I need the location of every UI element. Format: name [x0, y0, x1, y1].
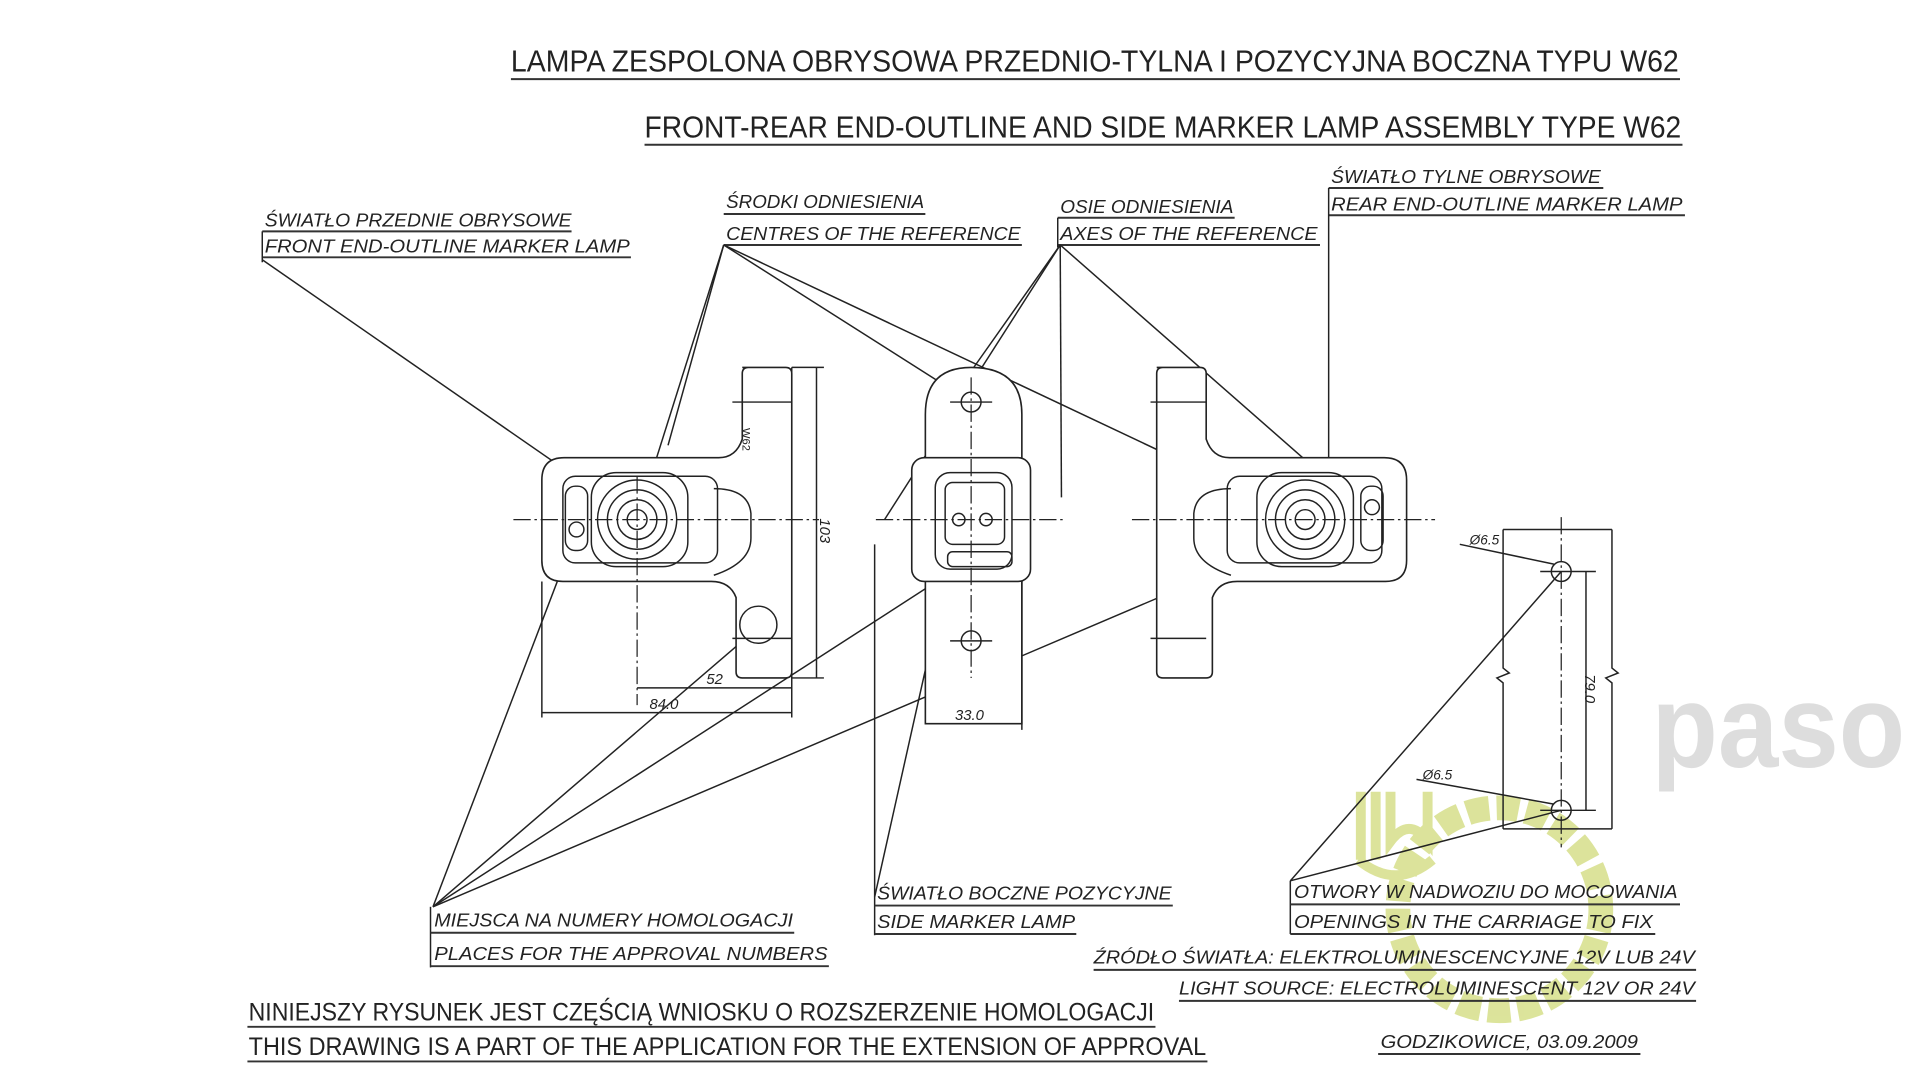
svg-text:LIGHT SOURCE: ELECTROLUMINESCE: LIGHT SOURCE: ELECTROLUMINESCENT 12V OR …: [1179, 978, 1697, 999]
svg-text:NINIEJSZY RYSUNEK JEST CZĘŚCIĄ: NINIEJSZY RYSUNEK JEST CZĘŚCIĄ WNIOSKU O…: [249, 999, 1155, 1027]
watermark-plant-icon: [1355, 791, 1436, 881]
label-centres-of-reference: ŚRODKI ODNIESIENIA CENTRES OF THE REFERE…: [723, 191, 1022, 246]
label-side-marker-lamp: ŚWIATŁO BOCZNE POZYCYJNE SIDE MARKER LAM…: [873, 544, 1173, 936]
dim-offset: 52: [706, 672, 723, 688]
dim-height: 103: [816, 518, 832, 543]
dim-hole-dia-bottom: Ø6.5: [1422, 767, 1453, 782]
title-pl: LAMPA ZESPOLONA OBRYSOWA PRZEDNIO-TYLNA …: [511, 44, 1679, 79]
footer-note: NINIEJSZY RYSUNEK JEST CZĘŚCIĄ WNIOSKU O…: [247, 999, 1208, 1063]
svg-text:REAR END-OUTLINE MARKER LAMP: REAR END-OUTLINE MARKER LAMP: [1331, 193, 1683, 214]
approval-mark-icon: [739, 605, 778, 645]
dim-hole-dia-top: Ø6.5: [1469, 532, 1500, 547]
label-light-source: ŹRÓDŁO ŚWIATŁA: ELEKTROLUMINESCENCYJNE 1…: [1093, 947, 1697, 1002]
label-rear-lamp: ŚWIATŁO TYLNE OBRYSOWE REAR END-OUTLINE …: [1327, 166, 1685, 495]
svg-text:ŚWIATŁO PRZEDNIE OBRYSOWE: ŚWIATŁO PRZEDNIE OBRYSOWE: [265, 209, 572, 230]
rear-lamp-drawing: [1131, 366, 1436, 679]
dim-width: 84.0: [649, 697, 679, 713]
svg-text:ŹRÓDŁO ŚWIATŁA: ELEKTROLUMINES: ŹRÓDŁO ŚWIATŁA: ELEKTROLUMINESCENCYJNE 1…: [1093, 947, 1697, 968]
title-en: FRONT-REAR END-OUTLINE AND SIDE MARKER L…: [645, 109, 1682, 144]
dim-hole-spacing: 79.0: [1581, 674, 1597, 704]
watermark: paso: [1355, 661, 1906, 1024]
svg-text:ŚWIATŁO BOCZNE POZYCYJNE: ŚWIATŁO BOCZNE POZYCYJNE: [877, 882, 1172, 903]
watermark-gear-icon: [1385, 795, 1614, 1024]
place-date: GODZIKOWICE, 03.09.2009: [1381, 1031, 1638, 1052]
svg-text:SIDE MARKER LAMP: SIDE MARKER LAMP: [877, 911, 1076, 932]
label-approval-numbers: MIEJSCA NA NUMERY HOMOLOGACJI PLACES FOR…: [429, 906, 829, 968]
svg-text:FRONT END-OUTLINE MARKER LAMP: FRONT END-OUTLINE MARKER LAMP: [265, 235, 631, 256]
dim-depth: 33.0: [955, 708, 985, 724]
mounting-holes-drawing: 79.0 Ø6.5 Ø6.5: [1416, 517, 1620, 848]
svg-text:OSIE ODNIESIENIA: OSIE ODNIESIENIA: [1060, 196, 1233, 217]
watermark-text: paso: [1652, 661, 1906, 792]
w62-stamp: W62: [739, 428, 751, 451]
label-front-lamp: ŚWIATŁO PRZEDNIE OBRYSOWE FRONT END-OUTL…: [261, 209, 631, 263]
label-openings: OTWORY W NADWOZIU DO MOCOWANIA OPENINGS …: [1289, 880, 1680, 936]
svg-text:OPENINGS IN THE CARRIAGE TO FI: OPENINGS IN THE CARRIAGE TO FIX: [1294, 911, 1653, 932]
label-axes-of-reference: OSIE ODNIESIENIA AXES OF THE REFERENCE: [1056, 196, 1320, 248]
front-lamp-drawing: W62 103 52 84.0: [513, 366, 832, 718]
svg-text:MIEJSCA NA NUMERY HOMOLOGACJI: MIEJSCA NA NUMERY HOMOLOGACJI: [434, 910, 793, 931]
svg-text:THIS DRAWING IS A PART OF THE: THIS DRAWING IS A PART OF THE APPLICATIO…: [249, 1034, 1207, 1061]
svg-text:CENTRES OF THE REFERENCE: CENTRES OF THE REFERENCE: [726, 223, 1021, 244]
svg-text:OTWORY W NADWOZIU DO MOCOWANIA: OTWORY W NADWOZIU DO MOCOWANIA: [1294, 881, 1678, 902]
svg-text:ŚWIATŁO TYLNE OBRYSOWE: ŚWIATŁO TYLNE OBRYSOWE: [1331, 166, 1601, 187]
svg-text:PLACES FOR THE APPROVAL NUMBER: PLACES FOR THE APPROVAL NUMBERS: [434, 943, 828, 964]
side-lamp-drawing: 33.0: [875, 366, 1067, 730]
svg-text:AXES OF THE REFERENCE: AXES OF THE REFERENCE: [1059, 223, 1318, 244]
svg-text:ŚRODKI ODNIESIENIA: ŚRODKI ODNIESIENIA: [726, 191, 924, 212]
